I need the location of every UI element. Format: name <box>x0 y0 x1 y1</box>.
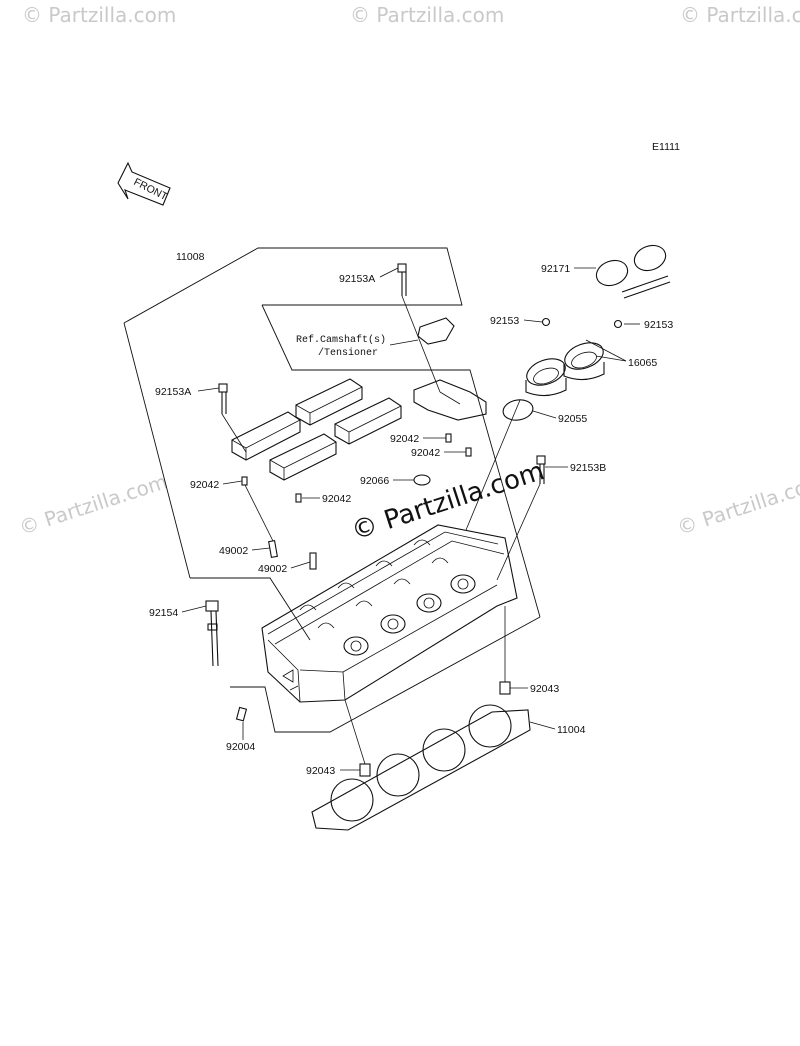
label-49002-b: 49002 <box>258 563 287 575</box>
cam-cap-end <box>413 379 487 421</box>
diagram-code: E1111 <box>652 141 680 153</box>
watermark-group: © Partzilla.com © Partzilla.com © Partzi… <box>16 3 800 547</box>
holder-16065 <box>525 342 605 397</box>
label-49002-a: 49002 <box>219 545 248 557</box>
label-92043-left: 92043 <box>306 765 335 777</box>
head-gasket-11004 <box>311 704 531 831</box>
seal-92066 <box>413 474 431 486</box>
label-92153a-left: 92153A <box>155 386 191 398</box>
label-92171: 92171 <box>541 263 570 275</box>
ref-note-line2: /Tensioner <box>318 347 378 359</box>
label-92042-d: 92042 <box>322 493 351 505</box>
label-92153a-top: 92153A <box>339 273 375 285</box>
leader-lines <box>181 267 640 771</box>
bolt-92153-right <box>613 319 623 329</box>
label-92154: 92154 <box>149 607 178 619</box>
label-16065: 16065 <box>628 357 657 369</box>
bolt-92153-left <box>541 317 551 327</box>
label-92066: 92066 <box>360 475 389 487</box>
label-11004: 11004 <box>557 724 586 736</box>
label-92042-b: 92042 <box>411 447 440 459</box>
front-arrow-icon: FRONT <box>117 161 171 206</box>
watermark-top-center: © Partzilla.com <box>350 3 504 27</box>
label-92153-right: 92153 <box>644 319 673 331</box>
watermark-mid-right: © Partzilla.com <box>674 469 800 540</box>
oring-92055 <box>502 399 534 421</box>
label-92153-left: 92153 <box>490 315 519 327</box>
label-92004: 92004 <box>226 741 255 753</box>
cylinder-head <box>261 524 518 703</box>
stud-92004 <box>235 706 248 722</box>
watermark-mid-left: © Partzilla.com <box>16 469 170 540</box>
assembly-outline-11008 <box>123 247 541 733</box>
bolt-92153a-top <box>397 263 407 296</box>
bolt-92153a-left <box>218 383 228 414</box>
cam-cap <box>231 411 301 461</box>
cam-caps <box>231 378 487 481</box>
watermark-top-left: © Partzilla.com <box>22 3 176 27</box>
label-92042-a: 92042 <box>390 433 419 445</box>
bolt-92154 <box>205 600 219 667</box>
watermark-top-right: © Partzilla.com <box>680 3 800 27</box>
label-92042-c: 92042 <box>190 479 219 491</box>
cam-cap <box>334 397 402 445</box>
tensioner-bracket <box>417 317 455 345</box>
cam-cap <box>295 378 363 426</box>
label-92055: 92055 <box>558 413 587 425</box>
label-11008: 11008 <box>176 251 205 263</box>
cam-cap <box>269 433 337 481</box>
part-labels: 11008 92153A 92171 92153 92153 16065 920… <box>149 251 673 777</box>
clamp-92171 <box>595 244 671 299</box>
guides-49002 <box>268 539 317 570</box>
ref-note-line1: Ref.Camshaft(s) <box>296 334 386 346</box>
bolt-92153b <box>536 455 546 484</box>
label-92153b: 92153B <box>570 462 606 474</box>
label-92043-right: 92043 <box>530 683 559 695</box>
